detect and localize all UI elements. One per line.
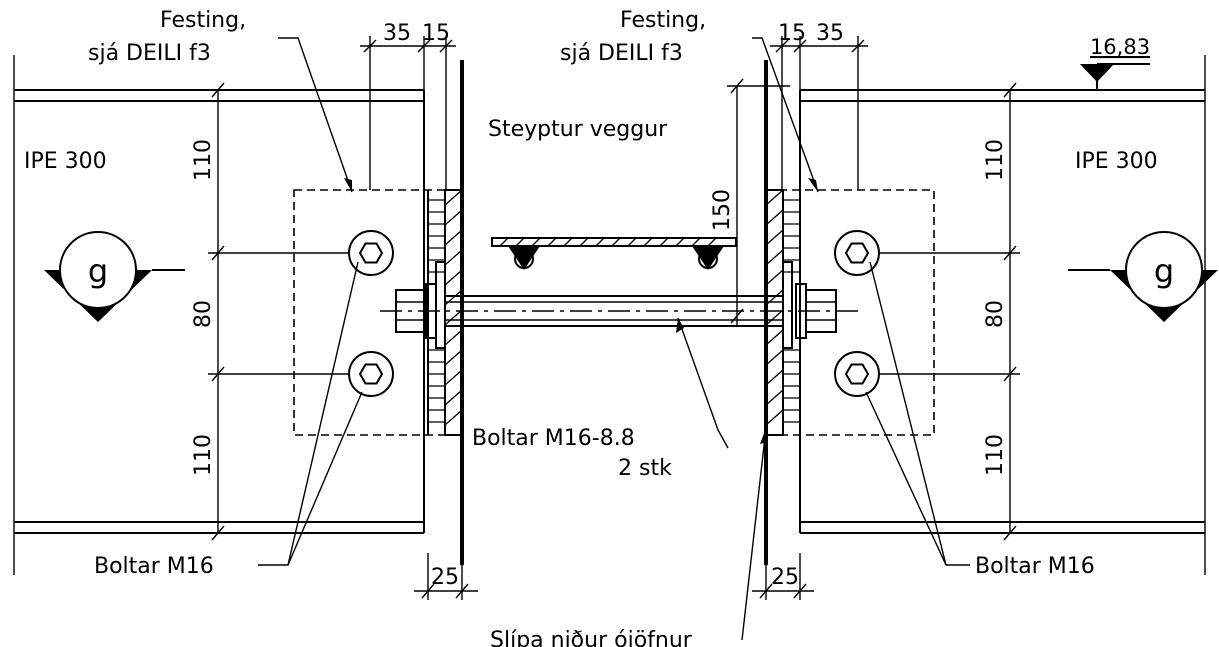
festing-right-line2: sjá DEILI f3 [560,41,683,66]
left-bolt-upper [348,230,394,276]
dim-left-110-top: 110 [191,139,216,181]
left-angle-section [427,189,463,436]
dim-top-left-15: 15 [422,21,450,46]
profile-left-label: IPE 300 [24,149,107,174]
left-beam [13,55,425,575]
dim-top-left-35: 35 [383,21,411,46]
left-vertical-dimension: 110 80 110 [191,82,350,541]
through-bolt [380,261,860,349]
wall-label: Steyptur veggur [488,117,668,142]
section-symbol-middle [491,237,737,270]
right-bolt-upper [834,230,880,276]
dim-left-80: 80 [191,300,216,328]
dim-bottom-left-25: 25 [431,565,459,590]
middle-vertical-dimension: 150 [710,78,790,326]
leader-lines [258,37,970,641]
festing-right-line1: Festing, [620,8,706,33]
bolts-left-label: Boltar M16 [94,554,214,579]
dim-middle-150: 150 [710,189,735,231]
elevation-value: 16,83 [1090,35,1150,59]
dim-top-right-35: 35 [816,21,844,46]
dim-right-110-bottom: 110 [983,434,1008,476]
top-left-dimension: 35 15 [360,21,456,190]
elevation-marker: 16,83 [1080,35,1150,90]
gridmark-right: g [1068,231,1218,322]
dim-right-80: 80 [983,300,1008,328]
bolts-mid-line1: Boltar M16-8.8 [472,426,635,451]
bottom-right-dimension: 25 [752,553,814,600]
dim-left-110-bottom: 110 [191,434,216,476]
grind-label: Slípa niður ójöfnur [490,628,693,647]
dim-right-110-top: 110 [983,139,1008,181]
bolts-mid-line2: 2 stk [618,456,672,481]
bolts-right-label: Boltar M16 [975,554,1095,579]
bottom-left-dimension: 25 [414,553,478,600]
profile-right-label: IPE 300 [1075,149,1158,174]
gridmark-left: g [44,231,185,322]
festing-left-line1: Festing, [160,8,246,33]
dim-bottom-right-25: 25 [771,565,799,590]
right-bolt-lower [834,351,880,397]
left-bolt-lower [348,351,394,397]
gridmark-left-label: g [88,252,108,290]
top-right-dimension: 15 35 [770,21,868,190]
festing-left-line2: sjá DEILI f3 [88,41,211,66]
right-vertical-dimension: 110 80 110 [878,82,1020,541]
gridmark-right-label: g [1154,252,1174,290]
dim-top-right-15: 15 [778,21,806,46]
